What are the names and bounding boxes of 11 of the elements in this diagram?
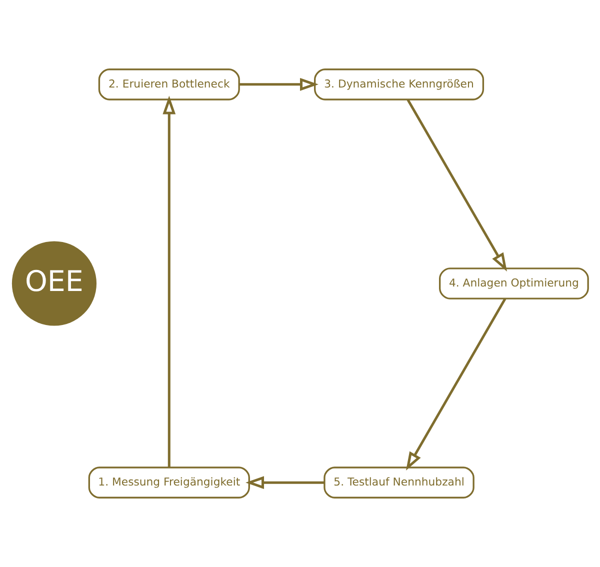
node-box: 5. Testlauf Nennhubzahl <box>324 466 474 498</box>
arrow <box>406 298 506 471</box>
node-box: 2. Eruieren Bottleneck <box>98 68 240 100</box>
node-box: 1. Messung Freigängigkeit <box>88 466 250 498</box>
arrow <box>239 78 318 91</box>
arrow <box>406 99 507 272</box>
node-box: 4. Anlagen Optimierung <box>439 268 589 300</box>
arrow <box>162 96 176 468</box>
arrow <box>246 476 324 490</box>
node-circle: OEE <box>12 241 97 326</box>
node-box: 3. Dynamische Kenngrößen <box>314 68 484 100</box>
